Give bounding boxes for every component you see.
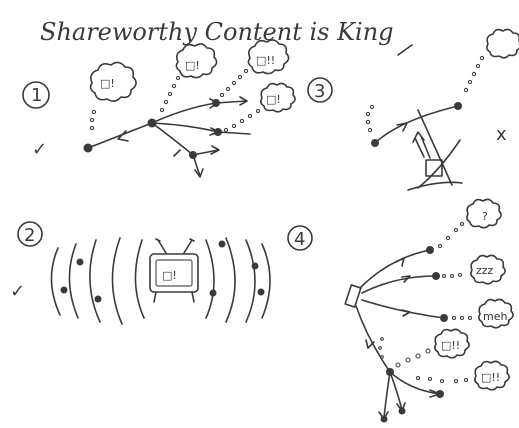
panel-4-number-circle: [287, 225, 313, 251]
panel-2-number: 2: [24, 225, 35, 246]
panel-3-network: [371, 102, 463, 191]
panel-3-number-circle: [307, 77, 333, 103]
diagram-title: Shareworthy Content is King: [40, 18, 394, 46]
panel-2: 2 ✓ □!: [10, 221, 271, 325]
panel-4-bubble-question: ?: [466, 198, 502, 229]
panel-4-bubble-sleepy: zzz: [470, 254, 506, 285]
panel-4: 4 ? zzz meh □!! □!!: [287, 198, 514, 423]
panel-1-node: [212, 99, 220, 107]
panel-1-number: 1: [31, 85, 42, 106]
panel-1-node-hub: [147, 118, 157, 128]
panel-4-bubble-meh-text: meh: [483, 310, 507, 323]
tv-icon: □!: [149, 238, 199, 303]
panel-3-x-mark: x: [496, 124, 507, 145]
panel-4-bubble-share-2: □!!: [474, 360, 510, 391]
panel-3-number: 3: [314, 81, 325, 102]
panel-4-bubble-sleepy-text: zzz: [476, 264, 494, 277]
panel-3-thought-dots: [365, 55, 485, 133]
panel-4-number: 4: [294, 229, 305, 250]
tv-screen-text: □!: [162, 269, 177, 282]
panel-1-number-circle: [22, 81, 50, 109]
panel-2-checkmark: ✓: [10, 281, 25, 302]
panel-3-node: [454, 102, 462, 110]
title-underline-flourish: [397, 44, 413, 56]
panel-3-bubble: [486, 28, 519, 59]
panel-3-blocker-box: [425, 159, 443, 177]
panel-1-share-network: [83, 96, 251, 178]
panel-3: 3 x: [307, 28, 519, 191]
panel-1-bubble-middle-text: □!: [185, 59, 200, 72]
panel-1-bubble-right-text: □!!: [256, 54, 275, 67]
panel-1-thought-dots: [89, 68, 261, 133]
panel-4-bubble-question-text: ?: [482, 210, 488, 223]
panel-4-share-network: [344, 246, 448, 423]
panel-4-content-source: [344, 284, 362, 308]
panel-4-thought-dots: [378, 221, 473, 384]
panel-1-bubble-left: □!: [89, 61, 137, 102]
panel-1-node: [214, 128, 222, 136]
panel-1-bubble-lower: □!: [260, 82, 296, 113]
panel-1-checkmark: ✓: [32, 139, 47, 160]
panel-1-bubble-right: □!!: [247, 39, 290, 75]
panel-4-bubble-share-1: □!!: [434, 328, 470, 359]
panel-4-bubble-meh: meh: [478, 298, 514, 329]
panel-4-bubble-share-2-text: □!!: [481, 371, 500, 384]
panel-1: 1 ✓ □! □! □!! □!: [22, 39, 296, 178]
panel-2-broadcast-waves: [50, 237, 271, 325]
panel-4-node-hub: [386, 368, 394, 376]
panel-3-node-origin: [371, 139, 379, 147]
panel-1-node-origin: [83, 143, 93, 153]
panel-1-bubble-middle: □!: [175, 43, 218, 79]
panel-4-bubble-share-1-text: □!!: [441, 339, 460, 352]
panel-1-bubble-left-text: □!: [100, 77, 115, 90]
panel-2-number-circle: [17, 221, 43, 247]
panel-1-node: [189, 151, 197, 159]
panel-1-bubble-lower-text: □!: [266, 93, 281, 106]
